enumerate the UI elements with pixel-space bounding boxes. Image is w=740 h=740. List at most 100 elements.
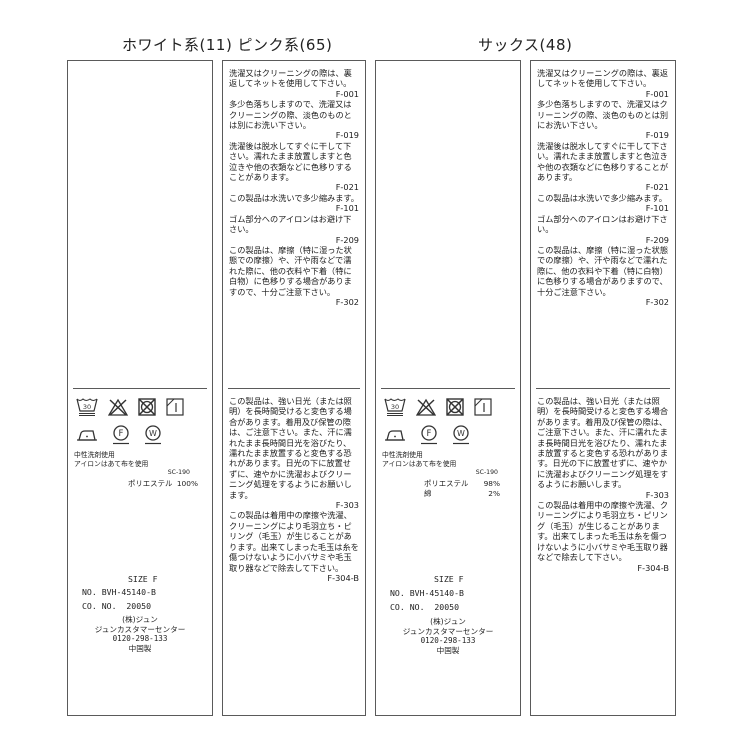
svg-text:F: F — [119, 429, 124, 439]
wash-30-icon: 30 — [76, 398, 98, 416]
product-number: NO. BVH-45140-B — [82, 587, 156, 597]
label-front-sax: 30 F W — [375, 60, 521, 716]
label-divider — [228, 388, 360, 389]
maker-company: (株)ジュン — [430, 617, 466, 626]
maker-info: (株)ジュン ジュンカスタマーセンター 0120-298-133 中国製 — [376, 617, 520, 655]
note-iron-cloth: アイロンはあて布を使用 — [74, 460, 149, 468]
care-text-f302: この製品は、摩擦（特に湿った状態での摩擦）や、汗や雨などで濡れた際に、他の衣料や… — [229, 244, 352, 297]
code-f303: F-303 — [645, 489, 669, 500]
code-f302: F-302 — [335, 296, 359, 307]
maker-info: (株)ジュン ジュンカスタマーセンター 0120-298-133 中国製 — [68, 615, 212, 653]
fiber-name: 綿 — [424, 488, 432, 498]
care-text-f101: この製品は水洗いで多少縮みます。 — [229, 192, 359, 203]
code-f001: F-001 — [335, 88, 359, 99]
code-f303: F-303 — [335, 500, 359, 511]
fiber-pct: 100% — [176, 479, 198, 488]
sc-code: SC-190 — [475, 469, 498, 476]
care-text-f021: 洗濯後は脱水してすぐに干して下さい。濡れたまま放置しますと色泣きや他の衣類などに… — [229, 140, 352, 183]
sc-code: SC-190 — [167, 469, 190, 476]
care-text-f101: この製品は水洗いで多少縮みます。 — [537, 192, 667, 203]
care-text-f302: この製品は、摩擦（特に湿った状態での摩擦）や、汗や雨などで濡れた際に、他の衣料や… — [537, 244, 669, 297]
care-text-f304b: この製品は着用中の摩擦や洗濯、クリーニングにより毛羽立ち・ピリング（毛玉）が生じ… — [229, 510, 359, 573]
label-divider — [536, 388, 670, 389]
fiber-pct: 98% — [483, 479, 500, 488]
care-text-f304b: この製品は着用中の摩擦や洗濯、クリーニングにより毛羽立ち・ピリング（毛玉）が生じ… — [537, 500, 669, 563]
code-f019: F-019 — [645, 130, 669, 141]
care-symbols-row-2: F W — [384, 425, 470, 445]
maker-phone: 0120-298-133 — [420, 636, 476, 645]
care-notes: 中性洗剤使用 アイロンはあて布を使用 — [382, 451, 456, 469]
size: SIZE F — [434, 574, 464, 584]
code-f019: F-019 — [335, 130, 359, 141]
fiber-row: ポリエステル 100% — [68, 479, 212, 489]
maker-company: (株)ジュン — [122, 615, 158, 624]
no-tumble-dry-icon — [138, 398, 156, 416]
iron-low-icon — [77, 430, 97, 441]
care-symbols-row-1: 30 — [76, 397, 184, 417]
care-instructions-bottom: この製品は、強い日光（または照明）を長時間受けると変色する場合があります。着用及… — [229, 396, 359, 583]
code-f209: F-209 — [335, 234, 359, 245]
wet-clean-w-icon: W — [145, 425, 161, 445]
care-symbols-row-2: F W — [76, 425, 162, 445]
code-f101: F-101 — [645, 203, 669, 214]
label-back-white-pink: 洗濯又はクリーニングの際は、裏返してネットを使用して下さい。 F-001 多少色… — [222, 60, 366, 716]
dry-clean-f-icon: F — [421, 425, 437, 445]
no-bleach-icon — [416, 398, 436, 416]
code-f302: F-302 — [645, 296, 669, 307]
country-of-origin: 中国製 — [436, 645, 460, 655]
care-text-f303: この製品は、強い日光（または照明）を長時間受けると変色する場合があります。着用及… — [537, 396, 669, 490]
code-f209: F-209 — [645, 234, 669, 245]
fiber-composition: ポリエステル 98% 綿 2% — [376, 479, 520, 498]
line-dry-shade-icon — [166, 398, 184, 416]
heading-sax: サックス(48) — [478, 36, 573, 54]
care-symbols-row-1: 30 — [384, 397, 492, 417]
label-divider — [381, 388, 515, 389]
heading-white-pink: ホワイト系(11) ピンク系(65) — [122, 36, 333, 54]
maker-center: ジュンカスタマーセンター — [402, 626, 494, 636]
note-iron-cloth: アイロンはあて布を使用 — [382, 460, 457, 468]
wash-30-icon: 30 — [384, 398, 406, 416]
label-divider — [73, 388, 207, 389]
fiber-row: ポリエステル 98% — [376, 479, 520, 489]
care-text-f001: 洗濯又はクリーニングの際は、裏返してネットを使用して下さい。 — [537, 68, 669, 89]
fiber-composition: ポリエステル 100% — [68, 479, 212, 489]
care-instructions-top: 洗濯又はクリーニングの際は、裏返してネットを使用して下さい。 F-001 多少色… — [537, 68, 669, 307]
fiber-name: ポリエステル — [424, 479, 469, 488]
co-number: CO. NO. 20050 — [390, 602, 460, 612]
care-text-f021: 洗濯後は脱水してすぐに干して下さい。濡れたまま放置しますと色泣きや他の衣類などに… — [537, 140, 669, 183]
no-bleach-icon — [108, 398, 128, 416]
care-text-f209: ゴム部分へのアイロンはお避け下さい。 — [537, 213, 668, 235]
svg-text:W: W — [149, 429, 157, 438]
code-f021: F-021 — [645, 182, 669, 193]
care-instructions-bottom: この製品は、強い日光（または照明）を長時間受けると変色する場合があります。着用及… — [537, 396, 669, 573]
maker-center: ジュンカスタマーセンター — [94, 624, 186, 634]
code-f304b: F-304-B — [637, 562, 669, 573]
code-f101: F-101 — [335, 203, 359, 214]
note-neutral-detergent: 中性洗剤使用 — [382, 451, 423, 459]
care-text-f001: 洗濯又はクリーニングの際は、裏返してネットを使用して下さい。 — [229, 68, 352, 89]
code-f021: F-021 — [335, 182, 359, 193]
dry-clean-f-icon: F — [113, 425, 129, 445]
care-text-f209: ゴム部分へのアイロンはお避け下さい。 — [229, 213, 352, 235]
care-instructions-top: 洗濯又はクリーニングの際は、裏返してネットを使用して下さい。 F-001 多少色… — [229, 68, 359, 307]
code-f001: F-001 — [645, 88, 669, 99]
size: SIZE F — [128, 574, 158, 584]
svg-text:30: 30 — [391, 403, 399, 411]
care-text-f019: 多少色落ちしますので、洗濯又はクリーニングの際、淡色のものとは別にお洗い下さい。 — [537, 99, 669, 131]
svg-text:F: F — [427, 429, 432, 439]
country-of-origin: 中国製 — [128, 643, 152, 653]
care-text-f019: 多少色落ちしますので、洗濯又はクリーニングの際、淡色のものとは別にお洗い下さい。 — [229, 99, 352, 131]
fiber-name: ポリエステル — [128, 479, 173, 488]
care-text-f303: この製品は、強い日光（または照明）を長時間受けると変色する場合があります。着用及… — [229, 396, 352, 500]
code-f304b: F-304-B — [327, 572, 359, 583]
fiber-pct: 2% — [488, 488, 500, 498]
line-dry-shade-icon — [474, 398, 492, 416]
label-back-sax: 洗濯又はクリーニングの際は、裏返してネットを使用して下さい。 F-001 多少色… — [530, 60, 676, 716]
product-number: NO. BVH-45140-B — [390, 588, 464, 598]
svg-text:30: 30 — [83, 403, 91, 411]
wet-clean-w-icon: W — [453, 425, 469, 445]
maker-phone: 0120-298-133 — [112, 634, 168, 643]
note-neutral-detergent: 中性洗剤使用 — [74, 451, 115, 459]
svg-text:W: W — [457, 429, 465, 438]
no-tumble-dry-icon — [446, 398, 464, 416]
